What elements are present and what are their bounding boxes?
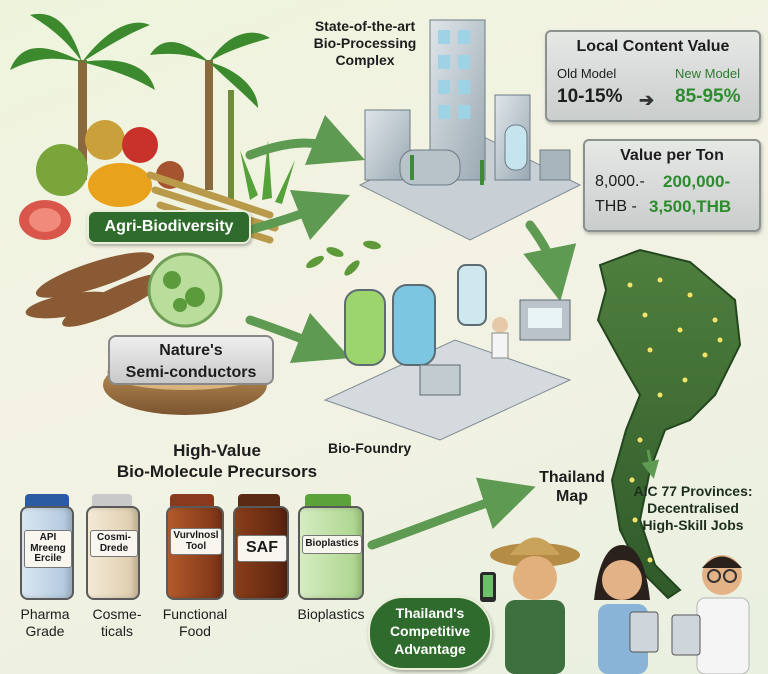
arrow-right-icon: ➔ bbox=[639, 90, 655, 110]
competitive-advantage-label: Thailand's Competitive Advantage bbox=[389, 605, 471, 657]
bio-processing-complex-illustration bbox=[358, 19, 582, 241]
new-model-label: New Model bbox=[675, 66, 741, 81]
leaves-illustration bbox=[306, 240, 381, 276]
jar-label-saf: SAF bbox=[237, 535, 287, 562]
jar-label-functional: Vurvlnosl Tool bbox=[170, 528, 222, 555]
caption-functional-food: Functional Food bbox=[162, 606, 228, 639]
farmer-illustration bbox=[480, 537, 580, 674]
old-model-label: Old Model bbox=[557, 66, 617, 81]
value-per-ton-title: Value per Ton bbox=[620, 147, 724, 164]
value-line1-right: 200,000- bbox=[663, 172, 731, 191]
value-line2-left: THB - bbox=[595, 198, 637, 215]
value-line1-left: 8,000.- bbox=[595, 173, 645, 190]
scientist-illustration bbox=[671, 555, 750, 674]
thailand-map-illustration bbox=[596, 248, 742, 600]
caption-cosmeticals: Cosme- ticals bbox=[92, 606, 142, 639]
competitive-advantage-badge: Thailand's Competitive Advantage bbox=[368, 596, 492, 670]
natures-semiconductors-label: Nature's Semi-conductors bbox=[108, 335, 274, 385]
agri-biodiversity-label: Agri-Biodiversity bbox=[87, 210, 251, 244]
province-dots bbox=[627, 277, 723, 563]
bio-foundry-illustration bbox=[323, 264, 572, 441]
caption-pharma: Pharma Grade bbox=[20, 606, 70, 639]
value-per-ton-panel: Value per Ton 8,000.- 200,000- THB - 3,5… bbox=[583, 139, 761, 232]
jar-label-bioplastics: Bioplastics bbox=[302, 535, 362, 554]
new-model-value: 85-95% bbox=[675, 86, 741, 107]
caption-bioplastics: Bioplastics bbox=[297, 606, 365, 622]
fruits-illustration bbox=[19, 120, 184, 240]
woman-illustration bbox=[594, 545, 659, 674]
aloe-illustration bbox=[240, 140, 295, 204]
old-model-value: 10-15% bbox=[557, 86, 623, 107]
bio-processing-label: State-of-the-art Bio-Processing Complex bbox=[313, 18, 417, 68]
aic-provinces-label: AIC 77 Provinces: Decentralised High-Ski… bbox=[633, 483, 753, 533]
microalgae-cell-illustration bbox=[147, 252, 223, 328]
local-content-title: Local Content Value bbox=[576, 38, 730, 55]
local-content-panel: Local Content Value Old Model New Model … bbox=[545, 30, 761, 122]
precursors-title: High-Value Bio-Molecule Precursors bbox=[116, 441, 318, 481]
jar-label-cosmetic: Cosmi- Drede bbox=[90, 530, 138, 557]
cassava-illustration bbox=[25, 252, 168, 327]
thailand-map-label: Thailand Map bbox=[539, 469, 605, 505]
jar-label-api: API Mreeng Ercile bbox=[24, 530, 72, 568]
bio-foundry-label: Bio-Foundry bbox=[328, 440, 412, 456]
value-line2-right: 3,500,THB bbox=[649, 197, 732, 216]
palm-trees-illustration bbox=[10, 13, 270, 200]
